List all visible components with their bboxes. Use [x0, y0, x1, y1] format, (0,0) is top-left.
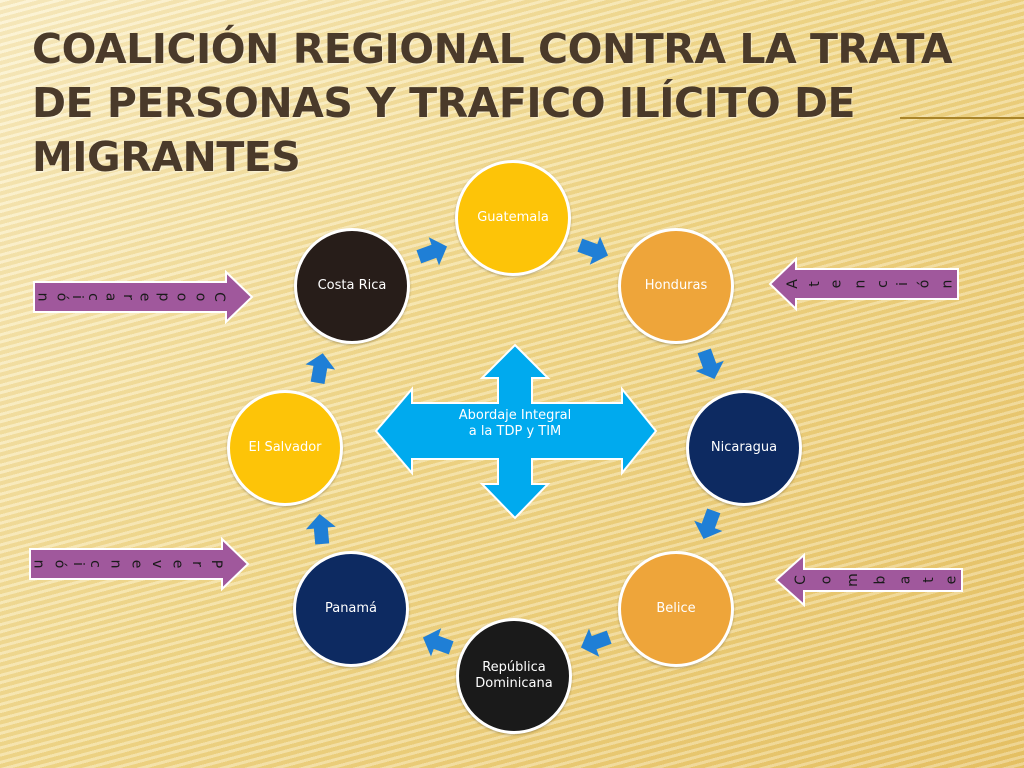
side-label-letter: o [173, 292, 190, 302]
side-label-letter: e [169, 559, 186, 569]
cycle-arrow-4 [694, 508, 723, 540]
side-label-letter: ó [916, 279, 933, 289]
side-arrow-atencion [768, 256, 959, 312]
cycle-arrow-6 [422, 628, 454, 657]
center-label: Abordaje Integral a la TDP y TIM [430, 408, 600, 440]
cycle-arrow-1 [416, 237, 448, 266]
side-label-letter: r [119, 294, 136, 300]
cycle-arrow-8 [305, 353, 336, 385]
side-label-letter: ó [51, 559, 68, 569]
side-label-letter: c [87, 560, 104, 568]
side-label-letter: r [188, 561, 205, 567]
side-label-letter: ó [52, 292, 69, 302]
center-label-line1: Abordaje Integral [458, 408, 572, 423]
side-label-letter: i [895, 282, 912, 286]
side-label-letter: n [30, 559, 47, 569]
node-label-el-salvador: El Salvador [248, 440, 322, 455]
side-label-letter: e [136, 292, 153, 302]
side-label-letter: n [939, 279, 956, 289]
side-label-letter: i [69, 562, 86, 566]
node-label-belice: Belice [656, 601, 696, 616]
node-label-costa-rica: Costa Rica [317, 278, 387, 293]
side-label-letter: C [211, 292, 228, 302]
node-nicaragua: Nicaragua [686, 390, 802, 506]
cycle-arrow-3 [695, 348, 724, 380]
side-arrow-prevencion [29, 536, 250, 592]
side-label-letter: n [852, 279, 869, 289]
node-label-panama: Panamá [324, 601, 378, 616]
side-label-letter: a [102, 292, 119, 302]
node-panama: Panamá [293, 551, 409, 667]
node-label-nicaragua: Nicaragua [710, 440, 778, 455]
side-label-letter: P [207, 559, 224, 569]
side-label-letter: n [34, 292, 51, 302]
side-label-letter: c [874, 280, 891, 288]
node-honduras: Honduras [618, 228, 734, 344]
node-label-guatemala: Guatemala [477, 210, 549, 225]
node-label-honduras: Honduras [644, 278, 708, 293]
node-guatemala: Guatemala [455, 160, 571, 276]
center-label-line2: a la TDP y TIM [468, 424, 562, 439]
side-arrow-combate [774, 552, 963, 608]
side-label-letter: t [920, 577, 937, 583]
side-label-letter: e [943, 575, 960, 585]
side-label-letter: a [897, 575, 914, 585]
node-label-republica-dominicana: República Dominicana [475, 660, 553, 691]
side-label-letter: C [792, 575, 809, 585]
node-costa-rica: Costa Rica [294, 228, 410, 344]
cycle-arrow-2 [577, 236, 609, 265]
side-label-letter: A [784, 279, 801, 289]
side-label-letter: t [806, 281, 823, 287]
side-label-letter: e [828, 279, 845, 289]
side-label-letter: v [148, 559, 165, 569]
side-label-letter: c [84, 293, 101, 301]
side-label-letter: b [872, 575, 889, 585]
side-label-letter: o [818, 575, 835, 585]
side-label-letter: e [128, 559, 145, 569]
node-republica-dominicana: República Dominicana [456, 618, 572, 734]
side-label-letter: i [69, 295, 86, 299]
title-underline [900, 117, 1024, 119]
slide-title: COALICIÓN REGIONAL CONTRA LA TRATA DE PE… [32, 25, 953, 181]
cycle-arrow-7 [305, 514, 336, 545]
center-cross-arrow [374, 343, 658, 520]
node-el-salvador: El Salvador [227, 390, 343, 506]
side-label-letter: m [845, 573, 862, 587]
side-label-letter: p [155, 292, 172, 302]
side-label-letter: o [192, 292, 209, 302]
cycle-arrow-5 [580, 628, 612, 657]
side-label-letter: n [107, 559, 124, 569]
side-arrow-cooperacion [33, 269, 254, 325]
node-belice: Belice [618, 551, 734, 667]
